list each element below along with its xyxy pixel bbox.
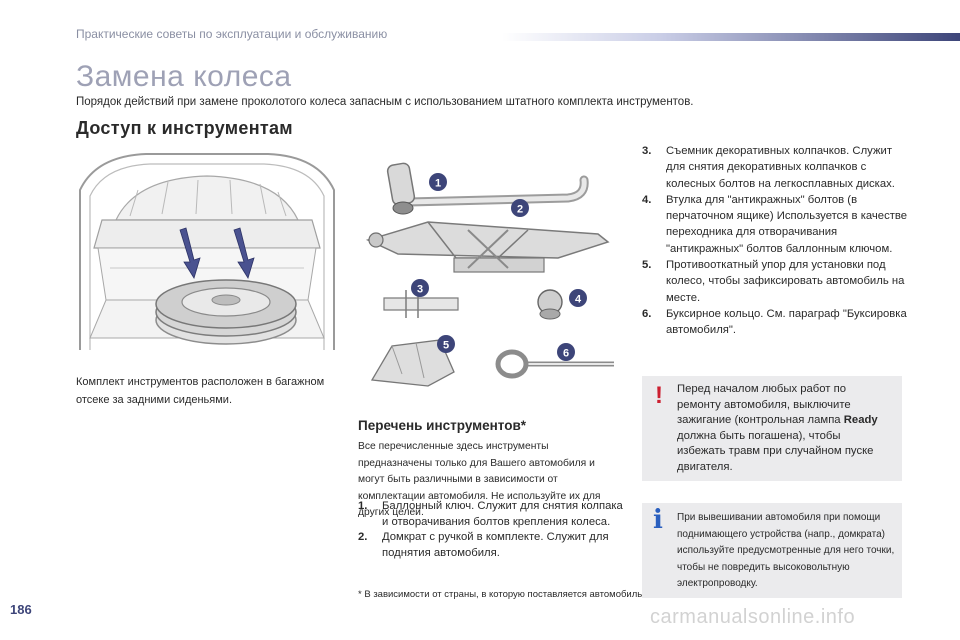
tool-list-items-left: 1. Баллонный ключ. Служит для снятия кол… (358, 499, 628, 561)
callout-1: 1 (429, 173, 447, 191)
exclamation-icon: ! (655, 382, 663, 409)
item-text: Противооткатный упор для установки под к… (666, 259, 905, 304)
callout-4: 4 (569, 289, 587, 307)
info-text: При вывешивании автомобиля при помощи по… (677, 512, 895, 590)
footnote: * В зависимости от страны, в которую пос… (358, 589, 645, 600)
footnote-mark: * (358, 589, 362, 600)
svg-text:5: 5 (443, 340, 449, 352)
watermark: carmanualsonline.info (650, 606, 856, 628)
tool-list-items-right: 3. Съемник декоративных колпачков. Служи… (642, 143, 912, 339)
svg-text:6: 6 (563, 348, 569, 360)
info-icon: i (653, 505, 663, 535)
running-header: Практические советы по эксплуатации и об… (76, 27, 388, 41)
callout-3: 3 (411, 279, 429, 297)
list-item: 4. Втулка для "антикражных" болтов (в пе… (642, 192, 912, 257)
item-text: Баллонный ключ. Служит для снятия колпак… (382, 500, 623, 528)
svg-text:1: 1 (435, 178, 441, 190)
page-title: Замена колеса (76, 60, 292, 93)
item-number: 1. (358, 500, 368, 512)
header-accent-bar (502, 33, 960, 41)
item-number: 2. (358, 531, 368, 543)
intro-text: Порядок действий при замене проколотого … (76, 96, 694, 108)
warning-box (642, 376, 902, 481)
page-number: 186 (10, 602, 32, 617)
list-item: 6. Буксирное кольцо. См. параграф "Букси… (642, 306, 912, 339)
list-item: 2. Домкрат с ручкой в комплекте. Служит … (358, 530, 628, 561)
section-heading: Доступ к инструментам (76, 118, 293, 138)
item-text: Съемник декоративных колпачков. Служит д… (666, 145, 895, 190)
callout-5: 5 (437, 335, 455, 353)
item-number: 3. (642, 145, 652, 157)
info-box (642, 503, 902, 598)
trunk-caption: Комплект инструментов расположен в багаж… (76, 376, 325, 406)
item-number: 4. (642, 193, 652, 206)
item-number: 6. (642, 307, 652, 320)
svg-text:2: 2 (517, 204, 523, 216)
list-item: 5. Противооткатный упор для установки по… (642, 257, 912, 306)
callout-6: 6 (557, 343, 575, 361)
warning-text: Перед началом любых работ по ремонту авт… (677, 383, 878, 473)
item-text: Домкрат с ручкой в комплекте. Служит для… (382, 531, 609, 559)
list-item: 3. Съемник декоративных колпачков. Служи… (642, 143, 912, 192)
item-number: 5. (642, 259, 652, 272)
svg-text:3: 3 (417, 284, 423, 296)
footnote-text: В зависимости от страны, в которую поста… (364, 589, 645, 600)
item-text: Втулка для "антикражных" болтов (в перча… (666, 193, 908, 255)
item-text: Буксирное кольцо. См. параграф "Буксиров… (666, 307, 907, 337)
tools-illustration: 1 2 3 4 5 6 (365, 162, 614, 387)
svg-text:4: 4 (575, 294, 582, 306)
ready-lamp-label: Ready (843, 414, 878, 427)
callout-2: 2 (511, 199, 529, 217)
list-item: 1. Баллонный ключ. Служит для снятия кол… (358, 499, 628, 530)
trunk-illustration (76, 150, 338, 350)
tool-list-heading: Перечень инструментов* (358, 418, 527, 433)
tool-list-note: Все перечисленные здесь инструменты пред… (358, 441, 601, 518)
